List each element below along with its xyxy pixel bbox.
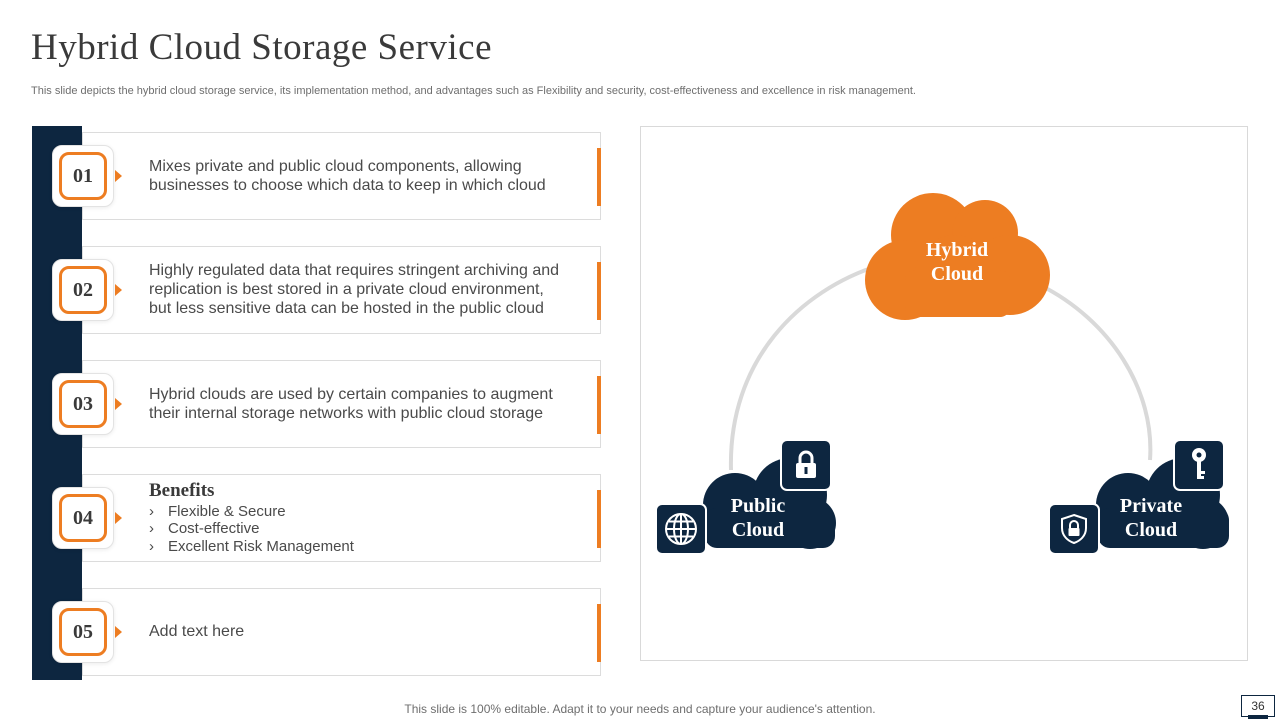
connector-arc-left [728,263,881,471]
item-card [82,588,601,676]
number-label: 03 [59,380,107,428]
page-number: 36 [1241,695,1275,717]
number-label: 02 [59,266,107,314]
arrow-right-icon [115,512,122,524]
item-text-line: Highly regulated data that requires stri… [149,262,560,279]
item-text-line: Mixes private and public cloud component… [149,158,522,175]
item-card [82,246,601,334]
number-badge: 01 [52,145,114,207]
page-number-stand [1248,715,1268,719]
slide-subtitle: This slide depicts the hybrid cloud stor… [31,85,916,97]
benefit-label: Flexible & Secure [168,503,286,520]
list-item: 03 Hybrid clouds are used by certain com… [50,360,602,448]
item-text: Highly regulated data that requires stri… [149,261,569,318]
card-accent-bar [597,148,601,206]
hybrid-cloud-shape [865,193,1050,320]
list-item: 01 Mixes private and public cloud compon… [50,132,602,220]
arrow-right-icon [115,170,122,182]
list-item: 02 Highly regulated data that requires s… [50,246,602,334]
benefit-item: › Excellent Risk Management [149,538,354,555]
benefits-heading: Benefits [149,480,215,501]
slide-title: Hybrid Cloud Storage Service [31,27,492,68]
item-card [82,474,601,562]
key-icon [1173,439,1225,491]
item-text-line: Hybrid clouds are used by certain compan… [149,386,553,403]
card-accent-bar [597,490,601,548]
item-text-line: but less sensitive data can be hosted in… [149,300,544,317]
footer-note: This slide is 100% editable. Adapt it to… [404,702,876,716]
item-text: Hybrid clouds are used by certain compan… [149,385,569,423]
card-accent-bar [597,604,601,662]
arrow-right-icon [115,284,122,296]
item-text-line: businesses to choose which data to keep … [149,177,546,194]
chevron-right-icon: › [149,520,154,537]
benefit-label: Excellent Risk Management [168,538,354,555]
item-text-line: Add text here [149,623,245,640]
globe-icon [655,503,707,555]
connector-arc-right [1039,283,1153,461]
shield-icon [1048,503,1100,555]
number-label: 05 [59,608,107,656]
private-cloud-shape [1095,458,1229,549]
card-accent-bar [597,376,601,434]
arrow-right-icon [115,398,122,410]
item-text: Mixes private and public cloud component… [149,157,569,195]
item-text-line: their internal storage networks with pub… [149,405,543,422]
list-item: 04 Benefits › Flexible & Secure › Cost-eff… [50,474,602,562]
number-label: 01 [59,152,107,200]
number-badge: 04 [52,487,114,549]
number-badge: 02 [52,259,114,321]
chevron-right-icon: › [149,538,154,555]
arrow-right-icon [115,626,122,638]
list-item: 05 Add text here [50,588,602,676]
benefit-item: › Flexible & Secure [149,503,286,520]
number-label: 04 [59,494,107,542]
item-text-line: replication is best stored in a private … [149,281,544,298]
item-text: Add text here [149,622,569,641]
chevron-right-icon: › [149,503,154,520]
item-card [82,132,601,220]
number-badge: 03 [52,373,114,435]
number-badge: 05 [52,601,114,663]
benefit-item: › Cost-effective [149,520,259,537]
lock-icon [780,439,832,491]
card-accent-bar [597,262,601,320]
benefit-label: Cost-effective [168,520,260,537]
